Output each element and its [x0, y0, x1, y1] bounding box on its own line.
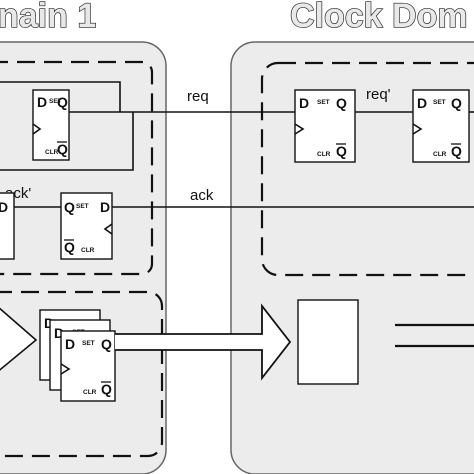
feedback-wire-top	[0, 81, 121, 112]
ff-d-pin: D	[65, 336, 75, 352]
ff-clr-pin: CLR	[433, 151, 447, 158]
clock-input-icon	[294, 123, 305, 135]
ff-clr-pin: CLR	[81, 247, 95, 254]
data-receive-register	[297, 299, 359, 385]
ff-d-pin: D	[44, 315, 54, 331]
clock-input-icon	[103, 223, 113, 235]
ff-set-pin: SET	[49, 98, 62, 105]
req-source-flip-flop: D SET Q CLR Q	[32, 89, 70, 161]
req-sync-flip-flop-1: D SET Q CLR Q	[294, 89, 356, 163]
clock-domain-2-title: Clock Dom	[290, 0, 468, 35]
ff-qbar-pin: Q	[64, 239, 75, 255]
ff-q-pin: Q	[451, 95, 462, 111]
ff-q-pin: Q	[336, 95, 347, 111]
ack-sync-flip-flop-1: Q SET D Q CLR	[60, 192, 113, 260]
ff-d-pin: D	[37, 94, 47, 110]
domain-1-data-box	[0, 290, 164, 458]
ff-q-pin: Q	[57, 94, 68, 110]
ff-qbar-pin: Q	[336, 143, 347, 159]
ff-d-pin: D	[0, 199, 8, 215]
req-sync-flip-flop-2: D SET Q CLR Q	[412, 89, 470, 163]
ff-clr-pin: CLR	[45, 149, 59, 156]
logic-gate-icon	[0, 307, 38, 371]
ff-set-pin: SET	[433, 99, 446, 106]
ff-d-pin: D	[299, 95, 309, 111]
req-sync-label: req'	[366, 86, 391, 103]
ff-q-pin: Q	[64, 199, 75, 215]
ff-qbar-pin: Q	[57, 141, 68, 157]
ff-d-pin: D	[417, 95, 427, 111]
ff-clr-pin: CLR	[317, 151, 331, 158]
clock-input-icon	[32, 123, 42, 135]
ff-d-pin: D	[100, 199, 110, 215]
data-bus-arrow	[115, 303, 292, 381]
feedback-wire-bottom	[0, 112, 134, 171]
domain-2-handshake-box	[260, 61, 474, 277]
ff-set-pin: SET	[82, 340, 95, 347]
req-label: req	[187, 88, 209, 105]
ack-label: ack	[190, 187, 214, 204]
ff-q-pin: Q	[101, 336, 112, 352]
ff-set-pin: SET	[317, 99, 330, 106]
ff-set-pin: SET	[76, 203, 89, 210]
ack-sync-flip-flop-2: D	[0, 192, 15, 260]
clock-input-icon	[60, 363, 71, 375]
ff-d-pin: D	[54, 325, 64, 341]
clock-domain-1-title: nain 1	[0, 0, 96, 35]
data-register-stack: D SET D SET D SET Q CLR Q	[39, 309, 116, 402]
ff-qbar-pin: Q	[451, 143, 462, 159]
ff-clr-pin: CLR	[83, 389, 97, 396]
data-register-front	[60, 330, 116, 402]
clock-input-icon	[412, 123, 423, 135]
ff-qbar-pin: Q	[101, 381, 112, 397]
